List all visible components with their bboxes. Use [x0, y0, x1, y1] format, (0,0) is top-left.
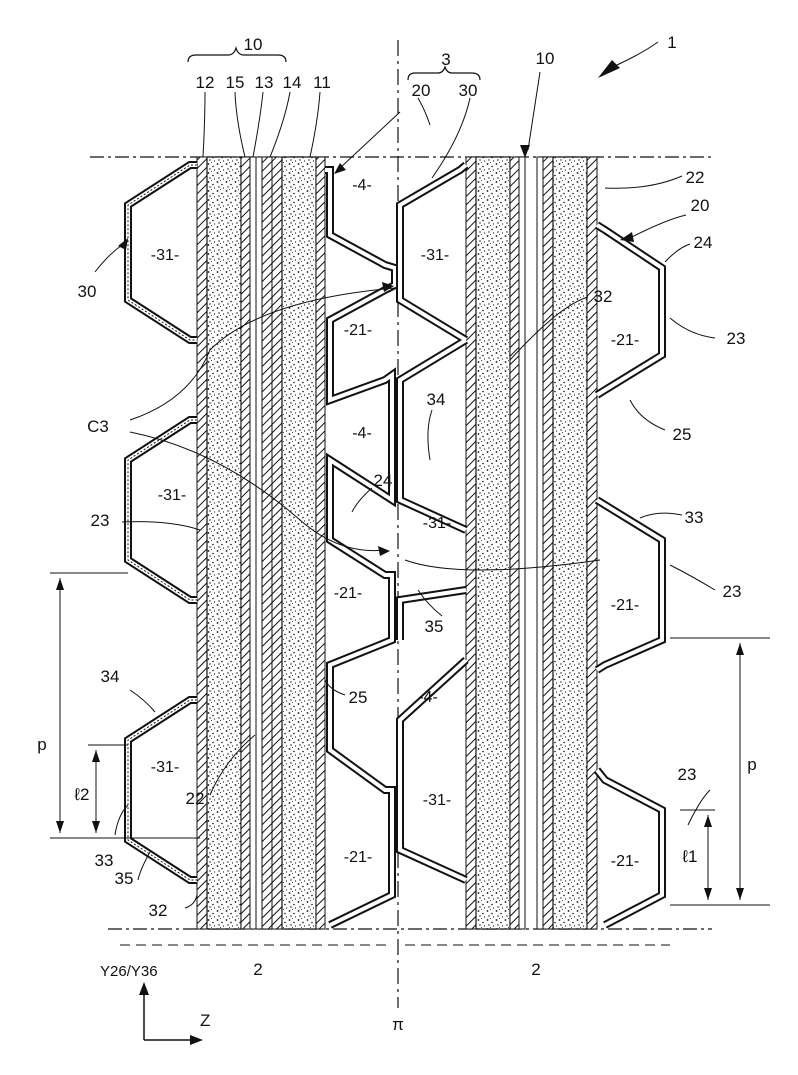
label-32-left: 32 — [149, 901, 168, 920]
cell-21-3: -21- — [344, 849, 372, 866]
top-ref-14: 14 — [283, 73, 302, 92]
bracket-10-left — [188, 48, 286, 62]
top-ref-13: 13 — [255, 73, 274, 92]
label-34-mid: 34 — [427, 390, 446, 409]
top-ref-12: 12 — [196, 73, 215, 92]
plane-label: π — [392, 1015, 404, 1034]
label-23-right-a: 23 — [727, 329, 746, 348]
label-24-mid: 24 — [374, 471, 393, 490]
right-outer-corrugated-plate — [597, 225, 662, 925]
cell-21-5: -21- — [611, 597, 639, 614]
label-p-left: p — [37, 735, 46, 754]
label-2-left: 2 — [253, 960, 262, 979]
label-33-right: 33 — [685, 508, 704, 527]
arrow-head-c3-b — [378, 546, 390, 556]
arrow-20-top — [340, 112, 400, 168]
y-axis-arrow — [139, 982, 149, 995]
cell-4-2: -4- — [352, 425, 372, 442]
label-30-left: 30 — [78, 282, 97, 301]
label-l2: ℓ2 — [74, 785, 90, 804]
axis-z-label: Z — [200, 1011, 210, 1030]
label-32-top: 32 — [594, 287, 613, 306]
arrow-head-10 — [520, 145, 530, 158]
cell-21-4: -21- — [611, 332, 639, 349]
label-23-left: 23 — [91, 511, 110, 530]
cell-31-1: -31- — [151, 247, 179, 264]
arrow-head-1 — [598, 60, 620, 78]
label-20-right: 20 — [691, 196, 710, 215]
label-10-right: 10 — [536, 49, 555, 68]
label-l1: ℓ1 — [682, 847, 698, 866]
cell-31-3: -31- — [151, 759, 179, 776]
label-p-right: p — [747, 755, 756, 774]
top-ref-11: 11 — [313, 73, 331, 92]
label-20-top: 20 — [412, 81, 431, 100]
cell-31-4: -31- — [421, 247, 449, 264]
axis-y-label: Y26/Y36 — [100, 963, 158, 980]
label-1: 1 — [667, 33, 676, 52]
cell-21-6: -21- — [611, 853, 639, 870]
cell-4-1: -4- — [352, 177, 372, 194]
cell-31-5: -31- — [423, 515, 451, 532]
label-3: 3 — [441, 50, 450, 69]
right-layer-stack — [466, 157, 597, 929]
cell-21-2: -21- — [334, 585, 362, 602]
axes — [144, 990, 195, 1040]
top-ref-15: 15 — [226, 73, 245, 92]
label-2-right: 2 — [531, 960, 540, 979]
cell-31-6: -31- — [423, 792, 451, 809]
label-25-mid: 25 — [349, 688, 368, 707]
label-24-right: 24 — [694, 233, 713, 252]
left-layer-stack — [197, 157, 325, 929]
label-30-top: 30 — [459, 81, 478, 100]
label-23-right-c: 23 — [678, 765, 697, 784]
label-c3: C3 — [87, 417, 109, 436]
label-35-mid: 35 — [425, 617, 444, 636]
label-22-right: 22 — [686, 168, 705, 187]
cell-31-2: -31- — [158, 487, 186, 504]
label-23-right-b: 23 — [723, 582, 742, 601]
label-34-left: 34 — [101, 667, 120, 686]
cell-21-1: -21- — [344, 322, 372, 339]
label-10-left: 10 — [244, 35, 263, 54]
cell-4-3: -4- — [418, 689, 438, 706]
z-axis-arrow — [190, 1035, 203, 1045]
label-25-right: 25 — [673, 425, 692, 444]
label-33-left: 33 — [95, 851, 114, 870]
label-35-left: 35 — [115, 869, 134, 888]
label-22-mid: 22 — [186, 789, 205, 808]
